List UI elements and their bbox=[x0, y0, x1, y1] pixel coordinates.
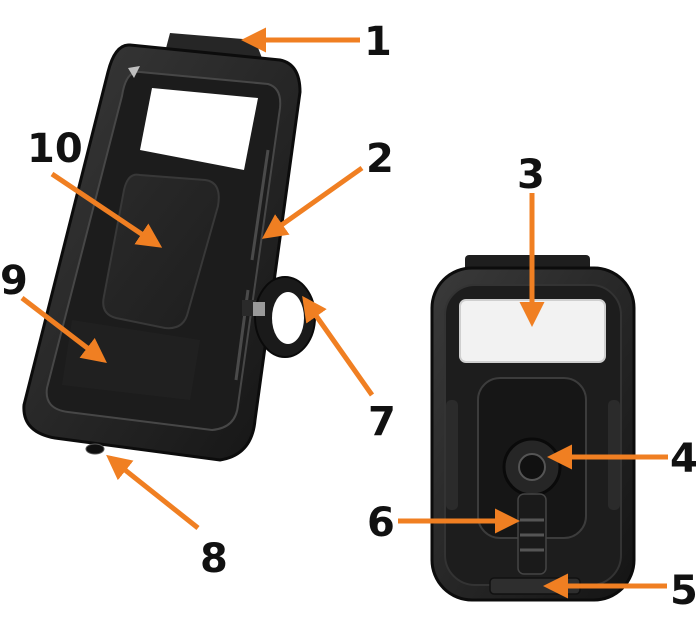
front-case-view bbox=[22, 33, 302, 462]
callout-numbers: 1 2 3 4 5 6 7 8 9 10 bbox=[0, 19, 698, 614]
arrow-7 bbox=[302, 295, 375, 397]
clamp-ring-inner bbox=[272, 292, 304, 344]
arrow-10 bbox=[50, 171, 163, 248]
bottom-port bbox=[85, 443, 105, 455]
clamp-screw bbox=[253, 302, 265, 316]
mount-pad bbox=[102, 173, 220, 330]
callout-number-1: 1 bbox=[364, 19, 392, 65]
callout-number-4: 4 bbox=[670, 436, 698, 482]
case-top-opening bbox=[140, 88, 258, 170]
callout-number-5: 5 bbox=[670, 568, 698, 614]
arrow-9 bbox=[20, 296, 107, 364]
corner-accent bbox=[128, 66, 140, 78]
ball-joint-center bbox=[518, 453, 546, 481]
callout-number-3: 3 bbox=[517, 152, 545, 198]
callout-number-9: 9 bbox=[0, 258, 28, 304]
back-case-view bbox=[430, 255, 636, 602]
callout-number-10: 10 bbox=[27, 126, 83, 172]
side-channel bbox=[446, 400, 458, 510]
callout-arrows bbox=[20, 27, 668, 599]
arrow-8 bbox=[106, 454, 200, 530]
callout-number-2: 2 bbox=[366, 136, 394, 182]
side-ridge bbox=[250, 149, 270, 261]
callout-number-7: 7 bbox=[368, 399, 396, 445]
handlebar-clamp bbox=[242, 276, 316, 358]
callout-number-6: 6 bbox=[367, 500, 395, 546]
arrow-2 bbox=[261, 165, 364, 239]
callout-number-8: 8 bbox=[200, 536, 228, 582]
